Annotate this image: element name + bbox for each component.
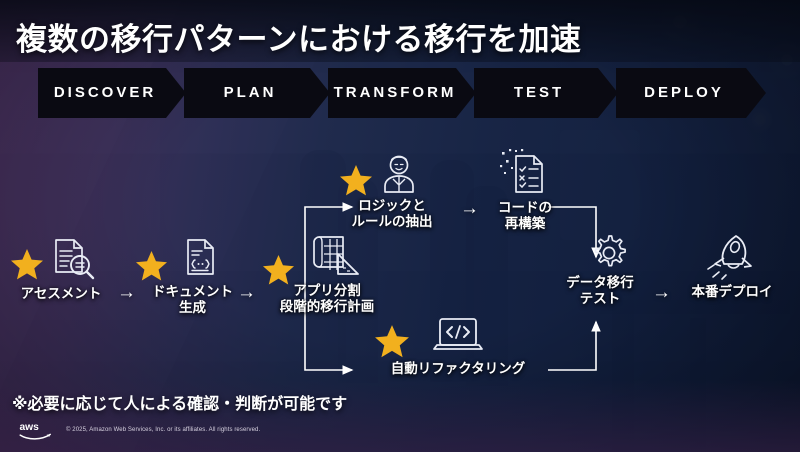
- connector-branch-up: [304, 202, 354, 287]
- star-icon: [135, 250, 168, 281]
- copyright-text: © 2025, Amazon Web Services, Inc. or its…: [66, 427, 261, 433]
- stage-chevron-test[interactable]: TEST: [474, 68, 618, 118]
- star-icon: [340, 165, 372, 196]
- stage-label: TEST: [513, 84, 565, 101]
- node-label: データ移行: [566, 275, 634, 290]
- flow-node-docgen[interactable]: ドキュメント 生成: [135, 238, 250, 316]
- stage-chevron-discover[interactable]: DISCOVER: [38, 68, 186, 118]
- star-icon: [375, 325, 409, 358]
- stage-label: PLAN: [223, 84, 277, 101]
- node-label-line2: 段階的移行計画: [279, 298, 375, 314]
- stage-chevron-transform[interactable]: TRANSFORM: [328, 68, 476, 118]
- rocket-icon: [707, 235, 752, 280]
- document-code-icon: [187, 239, 214, 275]
- flow-arrow-4: →: [652, 282, 671, 303]
- stage-chevron-deploy[interactable]: DEPLOY: [616, 68, 766, 118]
- stage-label: DISCOVER: [53, 84, 157, 101]
- flow-node-logicrules[interactable]: ロジックと ルールの抽出: [332, 152, 452, 230]
- node-label-line2: 再構築: [504, 215, 546, 231]
- stage-label: TRANSFORM: [333, 84, 457, 101]
- flow-arrow-1: →: [117, 282, 136, 303]
- aws-smile-arc: [19, 433, 51, 440]
- footnote: ※必要に応じて人による確認・判断が可能です: [12, 396, 348, 413]
- flow-node-assessment[interactable]: アセスメント: [6, 238, 116, 302]
- node-label-line2: ルールの抽出: [351, 213, 433, 229]
- connector-merge-top: [548, 206, 601, 259]
- star-icon: [262, 254, 295, 285]
- flow-node-prodeploy[interactable]: 本番デプロイ: [672, 232, 792, 300]
- stage-bar: DISCOVER PLAN TRANSFORM TEST DEPLOY: [38, 68, 764, 118]
- person-expert-icon: [384, 155, 414, 193]
- node-label: 本番デプロイ: [691, 284, 773, 299]
- bottom-scrim: [0, 380, 800, 452]
- document-magnifier-icon: [55, 239, 95, 280]
- connector-merge-bottom: [548, 320, 601, 371]
- node-label: ロジックと: [358, 198, 426, 213]
- flow-node-datamigtest[interactable]: データ移行 テスト: [548, 232, 652, 307]
- node-label: コードの: [498, 200, 552, 215]
- gear-icon: [594, 235, 626, 267]
- node-label: アセスメント: [20, 286, 102, 301]
- node-label: アプリ分割: [293, 283, 361, 298]
- blueprint-ruler-icon: [313, 236, 359, 275]
- aws-logo: aws: [19, 422, 51, 440]
- checklist-sparkle-icon: [500, 149, 543, 193]
- node-label-line2: 生成: [179, 299, 206, 315]
- flow-node-autorefactor[interactable]: 自動リファクタリング: [368, 316, 548, 377]
- laptop-code-icon: [433, 318, 483, 350]
- node-label: ドキュメント: [152, 284, 233, 299]
- page-title: 複数の移行パターンにおける移行を加速: [16, 22, 582, 57]
- node-label: 自動リファクタリング: [390, 361, 526, 376]
- star-icon: [11, 249, 43, 280]
- stage-chevron-plan[interactable]: PLAN: [184, 68, 330, 118]
- connector-branch-down: [304, 287, 354, 375]
- aws-logo-text: aws: [19, 422, 39, 433]
- stage-label: DEPLOY: [644, 84, 724, 101]
- flow-arrow-3: →: [460, 198, 479, 219]
- flow-arrow-2: →: [237, 282, 256, 303]
- flow-node-appsplit[interactable]: アプリ分割 段階的移行計画: [262, 232, 392, 315]
- node-label-line2: テスト: [579, 290, 621, 306]
- aws-smile-tip: [46, 434, 51, 437]
- flow-node-rebuildcode[interactable]: コードの 再構築: [470, 148, 580, 232]
- top-scrim: [0, 0, 800, 62]
